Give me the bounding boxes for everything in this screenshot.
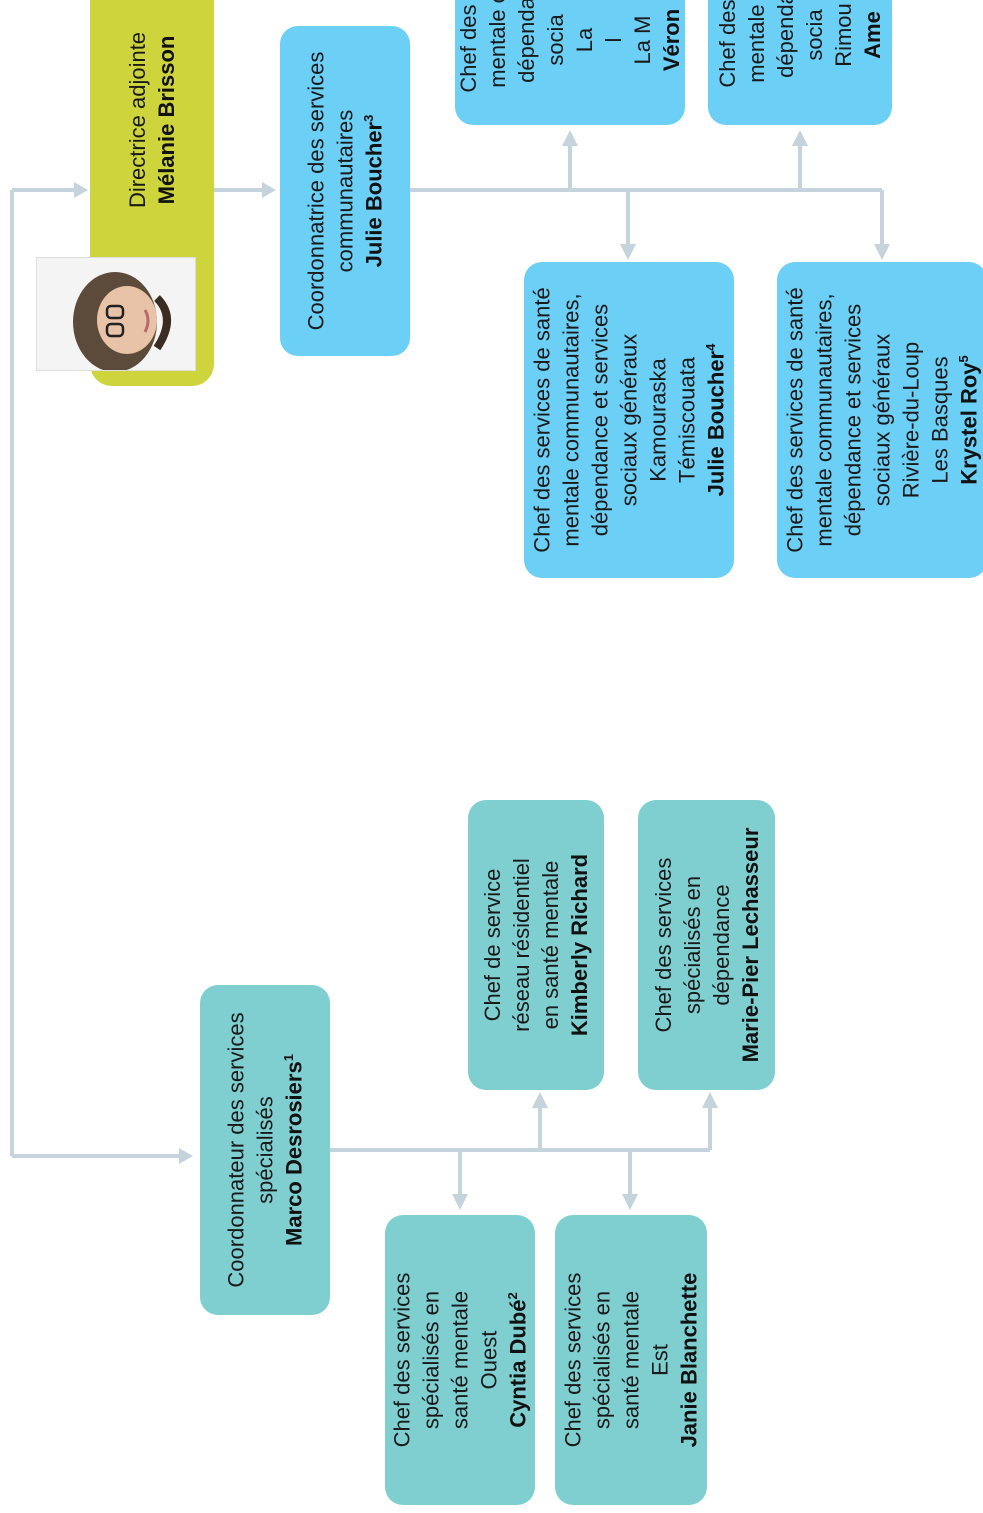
chief-line: mentale communautaires, <box>811 293 837 547</box>
chief-name: Julie Boucher4 <box>703 343 729 497</box>
chief-line: socia <box>802 9 827 61</box>
chief-name: Janie Blanchette <box>676 1272 702 1448</box>
chief-line: spécialisés en <box>679 875 705 1015</box>
chief-line: mentale communautaires, <box>558 293 584 547</box>
chief-line: mentale c <box>744 0 769 83</box>
chief-line: Kamouraska <box>645 358 671 482</box>
chief-line: spécialisés en <box>418 1290 444 1430</box>
chief-line: dépendance et services <box>587 303 613 537</box>
chief-line: Rivière-du-Loup <box>898 341 924 499</box>
chief-line: spécialisés en <box>589 1290 615 1430</box>
community-chief-box-1: Chef des s mentale c dépenda socia La l … <box>455 0 685 125</box>
specialized-coordinator-name: Marco Desrosiers1 <box>281 1054 307 1246</box>
chief-name: Cyntia Dubé2 <box>505 1292 531 1428</box>
specialized-coordinator-box: Coordonnateur des services spécialisés M… <box>200 985 330 1315</box>
specialized-chief-box-2: Chef des services spécialisés en santé m… <box>555 1215 707 1505</box>
chief-line: Chef des services <box>560 1272 586 1448</box>
specialized-coordinator-title-2: spécialisés <box>252 1096 278 1204</box>
director-photo <box>36 257 196 371</box>
chief-line: La <box>572 27 597 53</box>
chief-name: Kimberly Richard <box>567 853 592 1037</box>
chief-line: Chef des services de santé <box>529 287 555 553</box>
chief-line: Chef des s <box>456 0 481 93</box>
chief-line: Rimou <box>831 3 856 67</box>
chief-line: Témiscouata <box>674 357 700 483</box>
chief-line: Chef de service <box>480 868 505 1022</box>
chief-line: dépendance <box>708 884 734 1006</box>
chief-line: sociaux généraux <box>869 333 895 507</box>
chief-line: dépendance et services <box>840 303 866 537</box>
director-name: Mélanie Brisson <box>154 35 179 205</box>
specialized-chief-box-1: Chef des services spécialisés en santé m… <box>385 1215 535 1505</box>
community-coordinator-box: Coordonnatrice des services communautair… <box>280 26 410 356</box>
chief-line: en santé mentale <box>538 860 563 1030</box>
chief-line: socia <box>543 14 568 66</box>
community-coordinator-title-2: communautaires <box>332 109 358 273</box>
community-coordinator-name: Julie Boucher3 <box>361 114 387 268</box>
chief-name: Krystel Roy5 <box>956 355 982 485</box>
portrait-image <box>37 258 195 370</box>
community-chief-box-3: Chef des s mentale c dépenda socia Rimou… <box>708 0 892 125</box>
chief-line: dépenda <box>773 0 798 78</box>
chief-name: Véron <box>659 8 684 72</box>
chief-line: sociaux généraux <box>616 333 642 507</box>
chief-line: Est <box>647 1344 673 1376</box>
specialized-chief-box-3: Chef de service réseau résidentiel en sa… <box>468 800 604 1090</box>
chief-line: santé mentale <box>447 1290 473 1430</box>
chief-line: dépenda <box>514 0 539 83</box>
chief-line: Les Basques <box>927 356 953 484</box>
specialized-chief-box-4: Chef des services spécialisés en dépenda… <box>638 800 775 1090</box>
chief-line: Chef des services <box>650 857 676 1033</box>
chief-name: Ame <box>860 11 885 59</box>
community-chief-box-2: Chef des services de santé mentale commu… <box>524 262 734 578</box>
chief-line: l <box>601 37 626 43</box>
director-title: Directrice adjointe <box>125 31 150 209</box>
community-coordinator-title-1: Coordonnatrice des services <box>303 51 329 331</box>
chief-line: Chef des services de santé <box>782 287 808 553</box>
chief-line: mentale c <box>485 0 510 88</box>
chief-name: Marie-Pier Lechasseur <box>737 827 763 1063</box>
specialized-coordinator-title-1: Coordonnateur des services <box>223 1012 249 1288</box>
community-chief-box-4: Chef des services de santé mentale commu… <box>777 262 983 578</box>
chief-line: Ouest <box>476 1330 502 1390</box>
chief-line: Chef des services <box>389 1272 415 1448</box>
chief-line: réseau résidentiel <box>509 858 534 1032</box>
chief-line: santé mentale <box>618 1290 644 1430</box>
chief-line: La M <box>630 15 655 65</box>
chief-line: Chef des s <box>715 0 740 88</box>
